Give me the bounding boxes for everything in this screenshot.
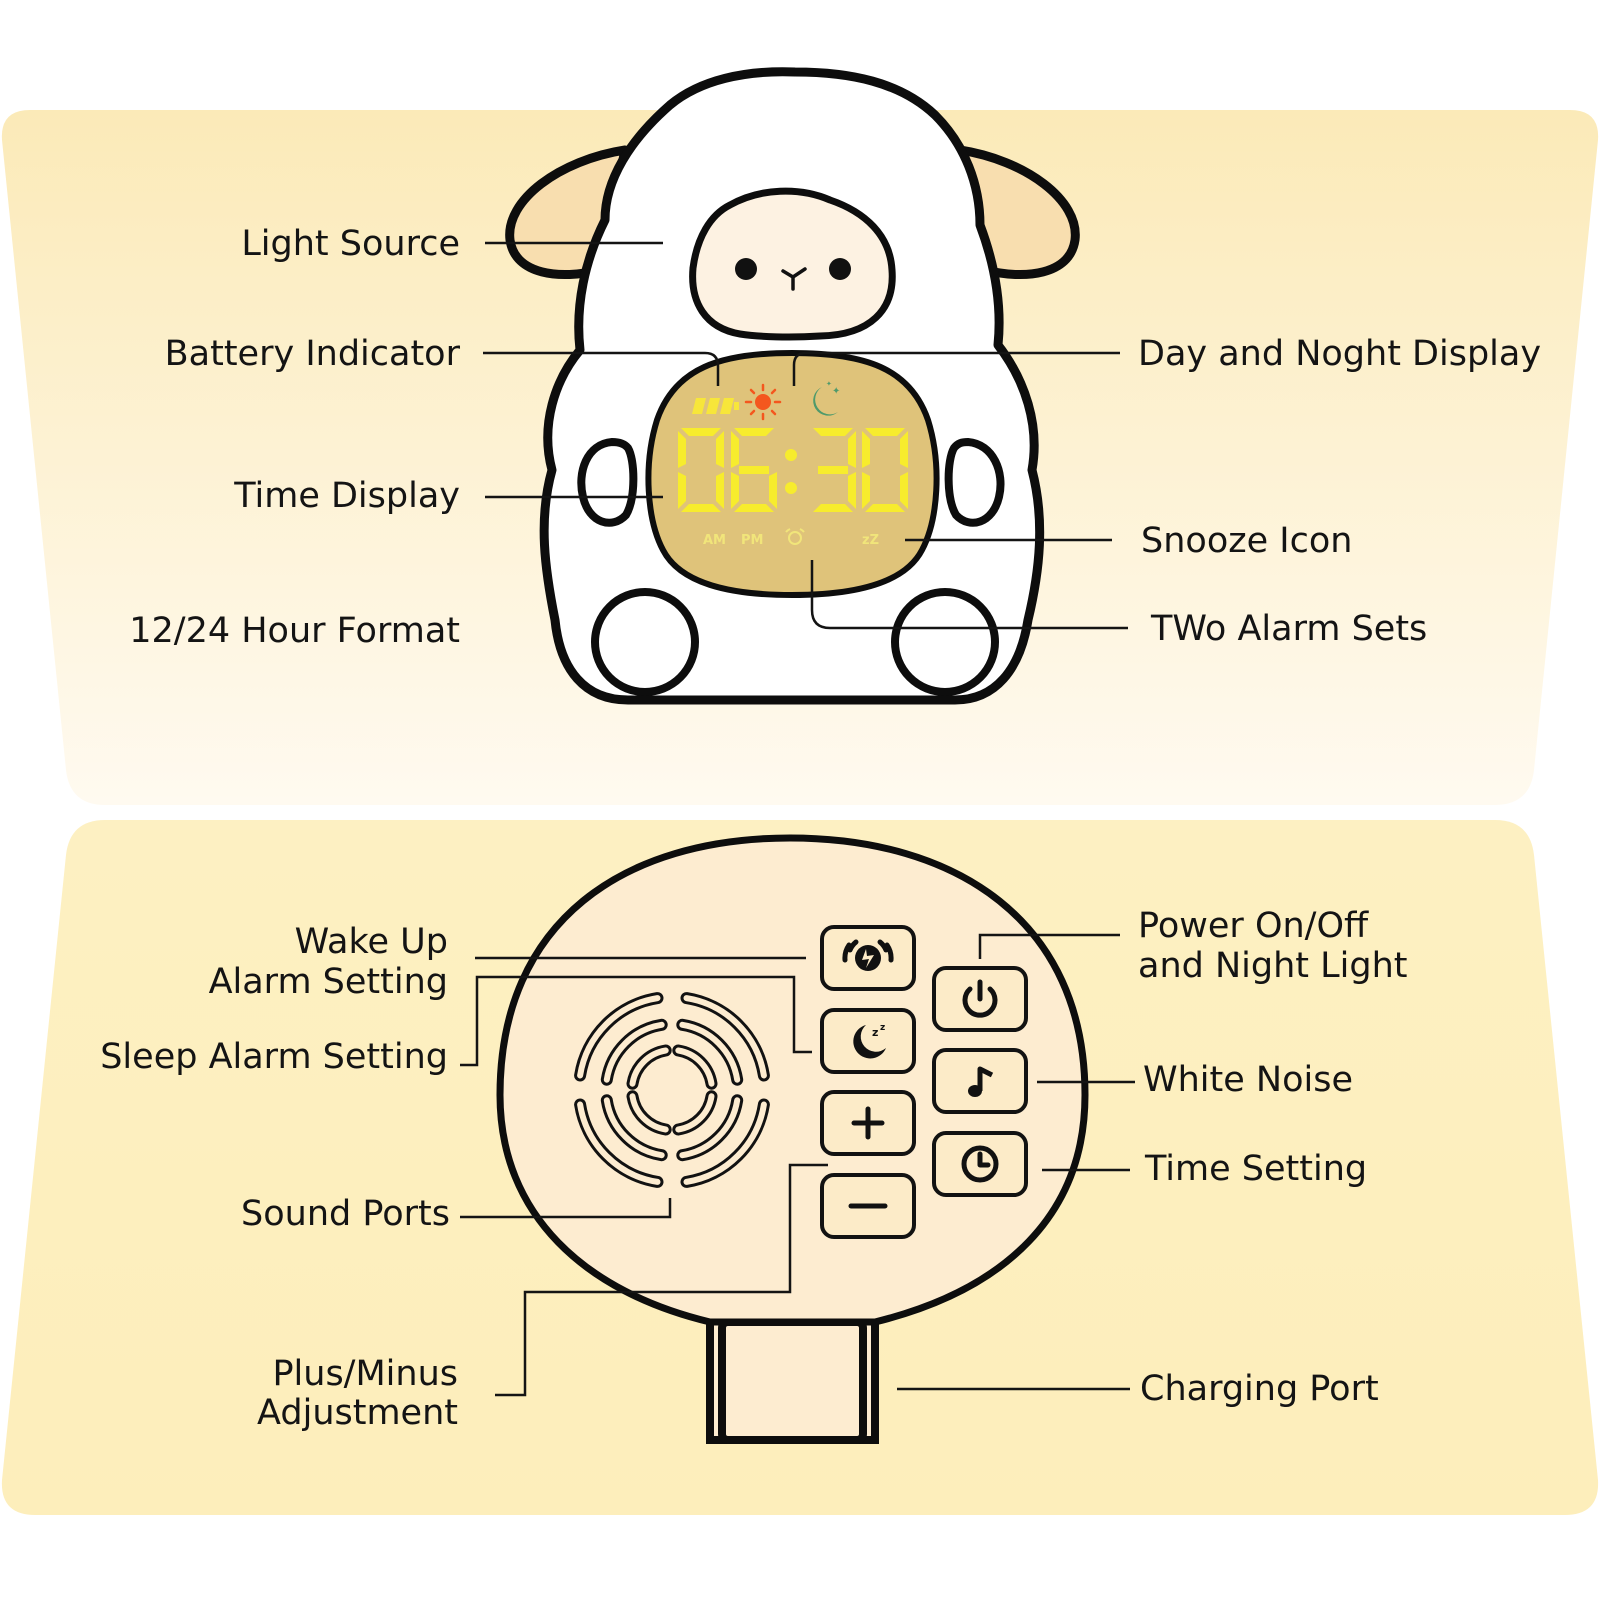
power-icon — [962, 979, 998, 1018]
left-arm — [577, 437, 638, 527]
two-alarm-sets-label: TWo Alarm Sets — [1150, 609, 1427, 649]
am-indicator: AM — [703, 533, 726, 548]
sound-port-slot — [679, 1021, 741, 1083]
alarm-status-icon — [785, 528, 805, 545]
top-leader-lines — [483, 241, 1128, 630]
light-source-label: Light Source — [241, 224, 460, 264]
moon-sleep-icon: z z — [853, 1023, 886, 1059]
digit-segment — [681, 504, 721, 512]
sleep-alarm-label: Sleep Alarm Setting — [100, 1037, 448, 1077]
digit-segment — [848, 431, 856, 468]
sound-ports-label: Sound Ports — [241, 1194, 450, 1234]
wake-up-alarm-button[interactable] — [820, 925, 916, 991]
digit-segment — [818, 466, 848, 474]
digit-segment — [681, 428, 721, 436]
plus-minus-label-line2: Adjustment — [257, 1393, 458, 1433]
sound-port-slot — [603, 1097, 665, 1159]
snooze-indicator: zZ — [862, 533, 879, 548]
music-note-icon — [968, 1066, 994, 1097]
sound-port-slot — [603, 1021, 665, 1083]
alarm-clock-icon — [842, 939, 894, 971]
power-label-line1: Power On/Off — [1138, 906, 1369, 946]
digit-segment — [862, 431, 870, 468]
time-display-label: Time Display — [233, 476, 460, 516]
digit-segment — [734, 428, 774, 436]
svg-text:z: z — [872, 1026, 878, 1039]
bottom-leader-lines — [460, 933, 1135, 1397]
digit-segment — [716, 472, 724, 509]
sound-port-slot — [683, 1101, 767, 1185]
charging-port — [718, 1318, 867, 1444]
speaker-grille-inner — [577, 995, 767, 1185]
sound-port-slot — [577, 995, 661, 1079]
plus-minus-label-line1: Plus/Minus — [272, 1354, 458, 1394]
hour-format-label: 12/24 Hour Format — [129, 611, 460, 651]
top-labels: Light Source Battery Indicator Time Disp… — [129, 224, 1541, 651]
pm-indicator: PM — [741, 533, 763, 548]
digit-segment — [865, 428, 905, 436]
digit-segment — [813, 504, 853, 512]
plus-button[interactable] — [820, 1090, 916, 1156]
white-noise-label: White Noise — [1143, 1060, 1353, 1100]
display-screen — [645, 349, 940, 599]
time-setting-label: Time Setting — [1144, 1149, 1367, 1189]
sound-port-slot — [675, 1047, 715, 1087]
sleep-alarm-button[interactable]: z z — [820, 1008, 916, 1074]
left-eye — [735, 258, 757, 280]
moon-icon: ✦ ✦ — [813, 380, 840, 416]
digit-segment — [739, 466, 769, 474]
digit-segment — [900, 472, 908, 509]
sound-port-slot — [629, 1093, 669, 1133]
snooze-icon-label: Snooze Icon — [1141, 521, 1352, 561]
digit-segment — [731, 472, 739, 509]
clock-icon — [961, 1145, 999, 1183]
left-foot — [591, 588, 699, 696]
sound-port-slot — [675, 1093, 715, 1133]
plus-icon — [851, 1106, 885, 1140]
digit-segment — [716, 431, 724, 468]
sound-port-slot — [683, 995, 767, 1079]
sound-port-slot — [629, 1047, 669, 1087]
right-eye — [829, 258, 851, 280]
time-colon-dot — [785, 449, 797, 461]
digit-segment — [865, 504, 905, 512]
digit-segment — [769, 472, 777, 509]
bottom-labels: Wake Up Alarm Setting Sleep Alarm Settin… — [100, 906, 1407, 1433]
sound-port-slot — [679, 1097, 741, 1159]
time-setting-button[interactable] — [932, 1131, 1028, 1197]
svg-text:z: z — [880, 1023, 885, 1033]
sheep-face — [689, 187, 896, 341]
sheep-front: ✦ ✦ AM PM zZ — [505, 67, 1080, 705]
svg-text:✦: ✦ — [832, 386, 840, 397]
wake-up-label-line2: Alarm Setting — [209, 962, 448, 1002]
power-label-line2: and Night Light — [1138, 946, 1407, 986]
time-digits — [678, 428, 908, 512]
digit-segment — [848, 472, 856, 509]
digit-segment — [813, 428, 853, 436]
sun-icon — [744, 383, 782, 421]
digit-segment — [678, 472, 686, 509]
charging-port-label: Charging Port — [1140, 1369, 1379, 1409]
svg-text:✦: ✦ — [826, 380, 832, 388]
power-button[interactable] — [932, 966, 1028, 1032]
right-arm — [944, 437, 1005, 527]
nose-mouth — [781, 267, 807, 291]
digit-segment — [731, 431, 739, 468]
time-colon-dot — [785, 482, 797, 494]
digit-segment — [900, 431, 908, 468]
sound-port-slot — [577, 1101, 661, 1185]
wake-up-label-line1: Wake Up — [295, 922, 448, 962]
digit-segment — [862, 472, 870, 509]
battery-icon — [692, 398, 739, 414]
digit-segment — [678, 431, 686, 468]
white-noise-button[interactable] — [932, 1048, 1028, 1114]
right-foot — [891, 588, 999, 696]
minus-button[interactable] — [820, 1173, 916, 1239]
digit-segment — [734, 504, 774, 512]
day-night-display-label: Day and Noght Display — [1138, 334, 1541, 374]
battery-indicator-label: Battery Indicator — [165, 334, 461, 374]
